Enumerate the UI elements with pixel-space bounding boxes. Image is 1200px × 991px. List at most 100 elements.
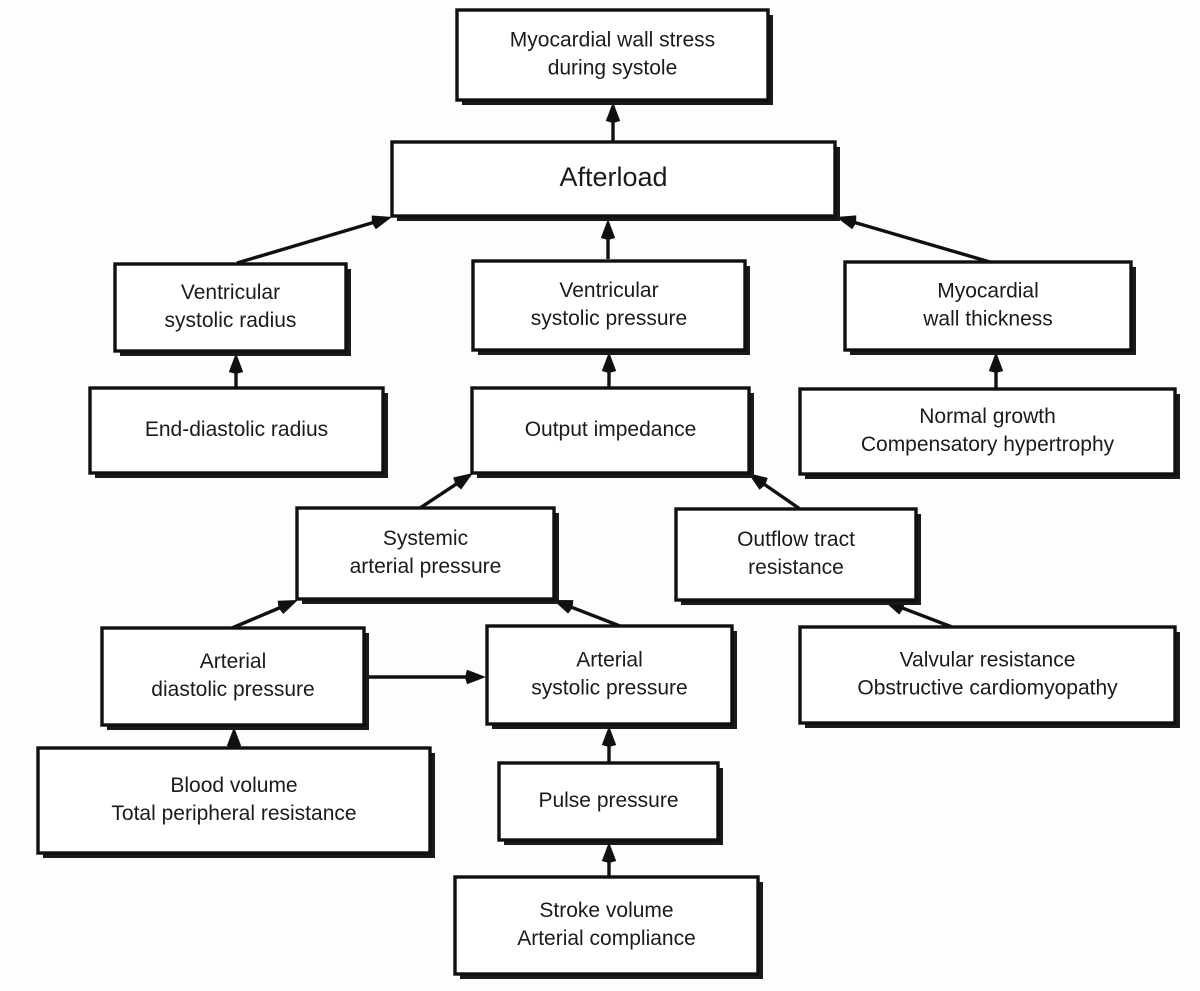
node-ventricular-systolic-pressure[interactable]: Ventricular systolic pressure: [471, 259, 750, 355]
edge-shaft: [567, 604, 621, 628]
node-label-line: systolic pressure: [531, 307, 687, 330]
edge-blood-volume-to-arterial-diastolic-pressure: [226, 727, 242, 748]
arrowhead-icon: [601, 726, 617, 747]
node-shadow-bottom: [43, 854, 435, 858]
node-shadow-right: [769, 15, 773, 105]
node-label-line: Blood volume: [170, 774, 297, 797]
node-shadow-bottom: [850, 351, 1136, 355]
node-label-line: Outflow tract: [737, 528, 855, 551]
arrowhead-icon: [605, 102, 621, 123]
node-output-impedance[interactable]: Output impedance: [470, 386, 754, 478]
node-box[interactable]: [455, 8, 770, 102]
node-box[interactable]: [497, 761, 720, 842]
node-shadow-right: [1176, 632, 1180, 728]
node-systemic-arterial-pressure[interactable]: Systemic arterial pressure: [295, 506, 559, 604]
node-shadow-right: [719, 768, 723, 845]
node-label-line: arterial pressure: [350, 555, 502, 578]
edge-shaft: [760, 480, 801, 511]
node-shadow-right: [1132, 267, 1136, 355]
node-box[interactable]: [798, 387, 1177, 476]
node-box[interactable]: [470, 386, 751, 475]
node-shadow-right: [347, 269, 351, 356]
edge-end-diastolic-radius-to-ventricular-systolic-radius: [228, 353, 244, 388]
node-box[interactable]: [100, 626, 366, 727]
edge-shaft: [850, 219, 991, 264]
node-label-line: Systemic: [383, 527, 468, 550]
node-box[interactable]: [674, 507, 918, 602]
node-shadow-bottom: [397, 217, 840, 221]
node-afterload[interactable]: Afterload: [390, 140, 840, 221]
arrowhead-icon: [277, 600, 298, 615]
edge-pulse-pressure-to-arterial-systolic-pressure: [601, 726, 617, 763]
node-shadow-right: [1176, 394, 1180, 479]
node-box[interactable]: [88, 386, 385, 475]
edge-myocardial-wall-thickness-to-afterload: [836, 215, 991, 264]
node-shadow-right: [836, 147, 840, 221]
node-label-line: systolic pressure: [531, 677, 687, 700]
node-label-line: Compensatory hypertrophy: [861, 433, 1115, 456]
node-label-line: Ventricular: [559, 279, 658, 302]
edge-arterial-diastolic-pressure-to-systemic-arterial-pressure: [231, 600, 298, 630]
node-shadow-bottom: [478, 351, 750, 355]
node-box[interactable]: [113, 262, 348, 353]
node-box[interactable]: [390, 140, 837, 218]
edge-outflow-tract-resistance-to-output-impedance: [748, 473, 801, 511]
node-label-line: systolic radius: [165, 309, 297, 332]
node-pulse-pressure[interactable]: Pulse pressure: [497, 761, 723, 845]
node-shadow-bottom: [492, 725, 737, 729]
node-shadow-right: [917, 514, 921, 605]
node-arterial-diastolic-pressure[interactable]: Arterial diastolic pressure: [100, 626, 369, 730]
node-shadow-right: [384, 393, 388, 478]
node-label-line: diastolic pressure: [151, 678, 314, 701]
arrowhead-icon: [228, 353, 244, 374]
edge-stroke-volume-to-pulse-pressure: [601, 842, 617, 877]
arrowhead-icon: [371, 215, 392, 230]
node-label-line: Arterial compliance: [517, 927, 696, 950]
node-shadow-bottom: [462, 101, 773, 105]
node-outflow-tract-resistance[interactable]: Outflow tract resistance: [674, 507, 921, 605]
edge-normal-growth-to-myocardial-wall-thickness: [988, 352, 1004, 389]
node-label-line: Arterial: [200, 650, 267, 673]
node-box[interactable]: [798, 625, 1177, 725]
node-box[interactable]: [471, 259, 747, 352]
node-label-line: Output impedance: [525, 418, 697, 441]
node-label-line: Stroke volume: [539, 899, 673, 922]
edge-arterial-systolic-pressure-to-systemic-arterial-pressure: [553, 600, 621, 628]
arrowhead-icon: [600, 219, 616, 240]
node-shadow-bottom: [504, 841, 723, 845]
node-box[interactable]: [453, 875, 760, 976]
node-label-line: during systole: [548, 57, 678, 80]
node-box[interactable]: [36, 746, 432, 855]
node-shadow-right: [759, 882, 763, 979]
arrowhead-icon: [836, 215, 857, 230]
edge-systemic-arterial-pressure-to-output-impedance: [419, 473, 473, 510]
node-shadow-bottom: [302, 600, 559, 604]
node-label-line: Normal growth: [919, 405, 1056, 428]
edge-arterial-diastolic-to-arterial-systolic: [364, 669, 486, 685]
arrowhead-icon: [601, 842, 617, 863]
node-shadow-bottom: [805, 475, 1180, 479]
edge-ventricular-systolic-radius-to-afterload: [236, 215, 392, 265]
node-shadow-bottom: [95, 474, 388, 478]
node-label-line: Pulse pressure: [538, 789, 678, 812]
node-shadow-right: [750, 393, 754, 478]
node-label-line: Valvular resistance: [900, 649, 1076, 672]
node-end-diastolic-radius[interactable]: End-diastolic radius: [88, 386, 388, 478]
node-box[interactable]: [485, 624, 734, 726]
edge-shaft: [236, 219, 378, 265]
node-label-line: wall thickness: [922, 308, 1053, 331]
node-box[interactable]: [843, 260, 1133, 352]
node-label-line: resistance: [748, 556, 844, 579]
node-box[interactable]: [295, 506, 556, 601]
node-shadow-bottom: [460, 975, 763, 979]
